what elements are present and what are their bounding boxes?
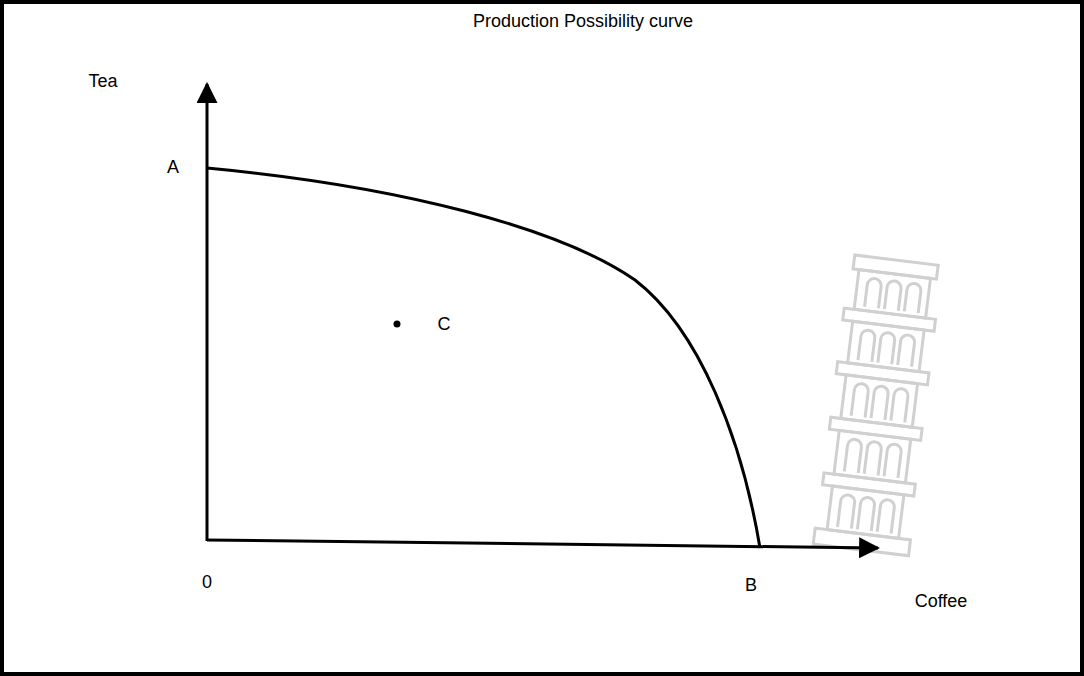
- point-label: C: [438, 314, 451, 336]
- axis-label: Coffee: [915, 591, 968, 613]
- point-dot: [394, 321, 401, 328]
- tower-watermark: [813, 254, 944, 556]
- chart-title: Production Possibility curve: [473, 11, 693, 33]
- origin-label: 0: [202, 572, 212, 594]
- y-axis: [206, 84, 209, 541]
- x-axis: [207, 540, 878, 548]
- ppc-curve: [207, 168, 760, 548]
- point-label: B: [745, 575, 757, 597]
- axis-label: Tea: [88, 71, 117, 93]
- point-label: A: [167, 157, 179, 179]
